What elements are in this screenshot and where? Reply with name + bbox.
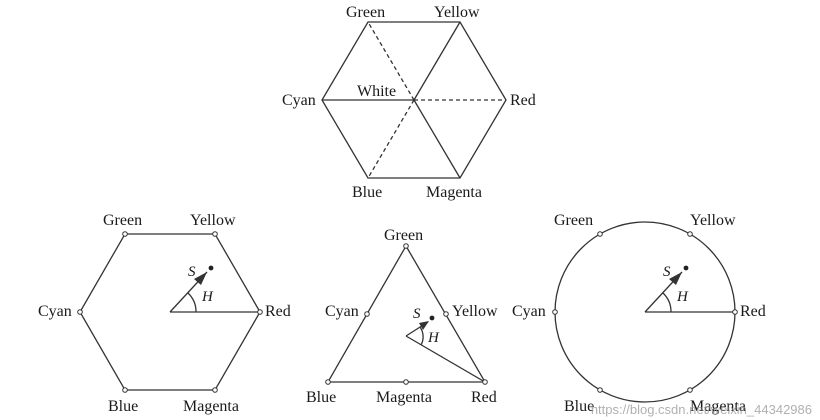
tri-label-green: Green [384, 227, 423, 244]
hexagon-plane [79, 233, 261, 391]
circle-plane [554, 221, 736, 403]
circle-label-yellow: Yellow [690, 212, 736, 229]
top-line-white-green-dashed [367, 21, 415, 101]
circle-label-magenta: Magenta [690, 398, 746, 415]
hex-label-green: Green [103, 212, 142, 229]
top-label-white: White [357, 83, 396, 100]
tri-label-cyan: Cyan [325, 303, 359, 320]
triangle-color-point [429, 315, 435, 321]
hex-label-blue: Blue [108, 398, 138, 415]
tri-label-blue: Blue [306, 389, 336, 406]
circle-plane-arrowhead [669, 265, 689, 285]
tri-symbol-s: S [413, 306, 421, 322]
top-label-blue: Blue [352, 184, 382, 201]
tri-label-yellow: Yellow [452, 303, 498, 320]
circle-symbol-h: H [676, 289, 689, 305]
triangle-red-axis [405, 335, 486, 383]
hex-symbol-h: H [201, 289, 214, 305]
hex-symbol-s: S [188, 264, 196, 280]
circle-label-blue: Blue [564, 398, 594, 415]
triangle-hue-arc [419, 326, 424, 346]
circle-label-cyan: Cyan [512, 303, 546, 320]
circle-label-green: Green [554, 212, 593, 229]
hex-label-red: Red [265, 303, 291, 320]
top-line-white-magenta [413, 99, 461, 179]
hexagon-vertex-markers [77, 231, 263, 393]
tri-label-red: Red [471, 389, 497, 406]
hex-label-yellow: Yellow [190, 212, 236, 229]
circle-label-red: Red [740, 303, 766, 320]
circle-hue-arc [662, 292, 672, 313]
triangle-vertex-markers [325, 243, 488, 385]
circle-symbol-s: S [663, 264, 671, 280]
top-line-white-blue-dashed [367, 99, 415, 179]
hex-label-cyan: Cyan [38, 303, 72, 320]
top-line-white-yellow [413, 21, 461, 101]
top-label-red: Red [510, 92, 536, 109]
hexagon-hue-arc [187, 292, 197, 313]
triangle-plane-arrowhead [419, 315, 435, 330]
top-label-yellow: Yellow [434, 4, 480, 21]
tri-label-magenta: Magenta [376, 389, 432, 406]
top-label-green: Green [346, 4, 385, 21]
top-hexagon [321, 21, 507, 179]
circle-vertex-markers [552, 231, 738, 393]
tri-symbol-h: H [427, 330, 440, 346]
hexagon-color-point [208, 265, 214, 271]
watermark-url: https://blog.csdn.net/weixin_44342986 [590, 402, 812, 417]
circle-color-point [683, 265, 689, 271]
hex-label-magenta: Magenta [183, 398, 239, 415]
top-label-magenta: Magenta [426, 184, 482, 201]
hexagon-plane-arrowhead [194, 265, 214, 285]
top-label-cyan: Cyan [282, 92, 316, 109]
